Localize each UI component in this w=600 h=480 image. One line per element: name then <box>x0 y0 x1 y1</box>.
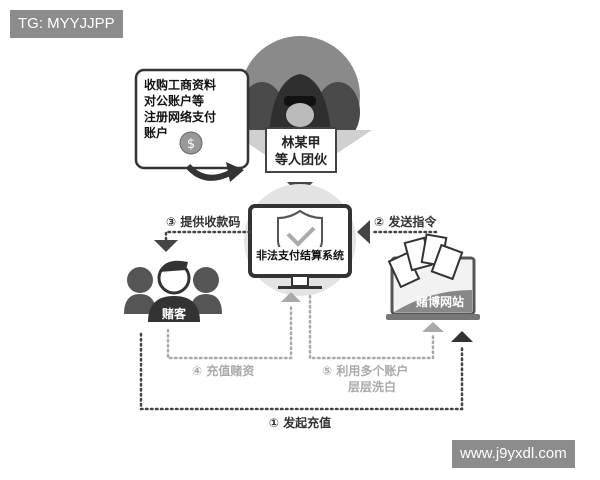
step-3-path <box>164 230 252 242</box>
step-5-arrow-icon <box>422 322 444 332</box>
step-4-label: ④ 充值赌资 <box>192 363 254 378</box>
note-line-2: 对公账户等 <box>144 93 204 108</box>
step-2-label: ② 发送指令 <box>374 214 437 229</box>
watermark-top-left: TG: MYYJJPP <box>10 10 123 38</box>
system-label: 非法支付结算系统 <box>256 248 344 262</box>
step-5-label-line1: ⑤ 利用多个账户 <box>322 363 408 378</box>
step-1-label: ① 发起充值 <box>269 415 331 430</box>
svg-text:$: $ <box>187 137 195 152</box>
step-2-arrow-icon <box>357 220 370 244</box>
step-1-path <box>139 332 464 411</box>
dollar-coin-icon: $ <box>179 131 203 155</box>
step-1-arrow-icon <box>451 331 473 342</box>
step-4-arrow-icon <box>281 292 301 302</box>
note-line-3: 注册网络支付 <box>144 109 216 124</box>
step-5-path <box>308 294 435 360</box>
curved-arrow <box>185 163 234 181</box>
watermark-bottom-right: www.j9yxdl.com <box>452 440 575 468</box>
gang-label-line2: 等人团伙 <box>274 152 328 168</box>
step-4-path <box>166 302 293 360</box>
curved-arrow-head-icon <box>226 162 244 182</box>
step-3-arrow-icon <box>154 240 178 252</box>
gang-label-line1: 林某甲 <box>281 135 320 151</box>
step-3-label: ③ 提供收款码 <box>166 214 240 229</box>
system-label-bg <box>256 247 344 263</box>
gang-label-box <box>265 127 337 173</box>
note-line-1: 收购工商资料 <box>144 77 216 92</box>
gamblers-label: 赌客 <box>161 306 187 321</box>
people-group-icon <box>124 260 222 322</box>
laptop-cards-icon <box>386 233 480 320</box>
website-label: 赌博网站 <box>415 294 464 309</box>
note-line-4: 账户 <box>144 125 168 140</box>
step-5-label-line2: 层层洗白 <box>348 379 396 394</box>
